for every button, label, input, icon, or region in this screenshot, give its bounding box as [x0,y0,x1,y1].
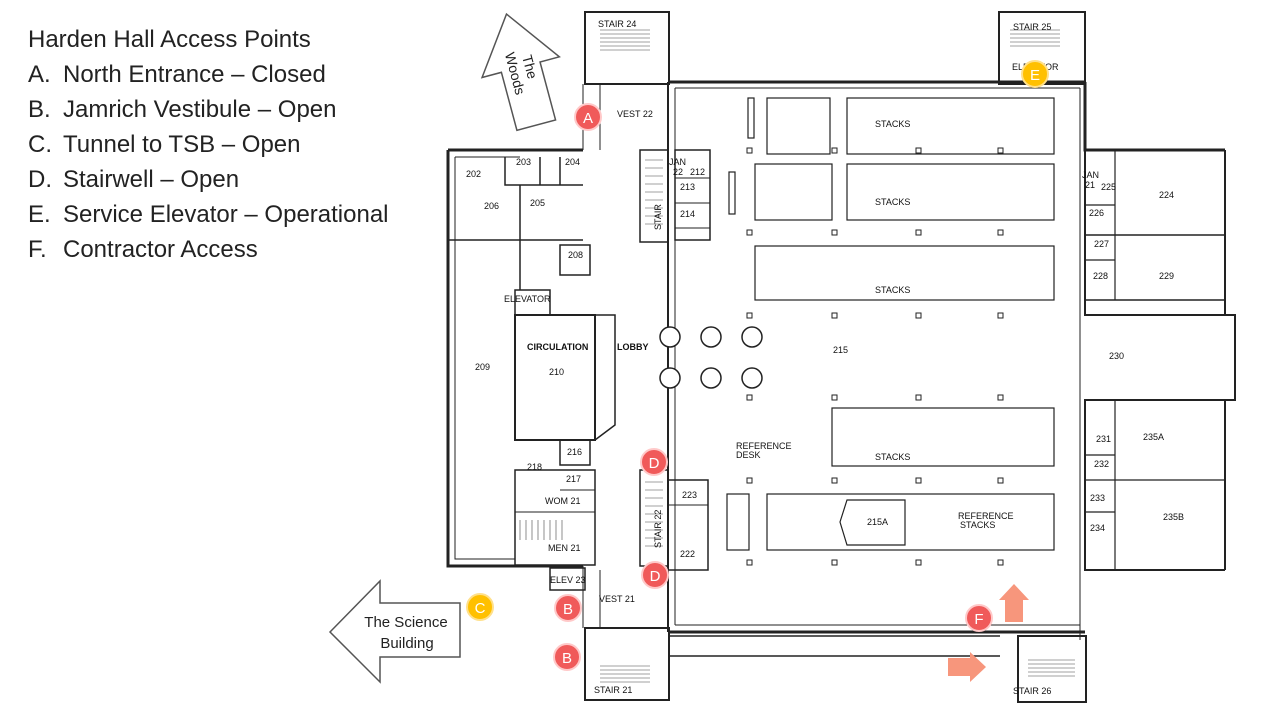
label-vest22: VEST 22 [617,109,653,119]
up-arrow-icon [999,584,1029,622]
access-marker-d-top: D [640,448,668,476]
label-lobby: LOBBY [617,342,649,352]
svg-text:F: F [974,611,983,628]
legend-item-d: D.Stairwell – Open [28,166,240,193]
label-204: 204 [565,157,580,167]
right-arrow-icon [948,652,986,682]
science-label-line1: The Science [364,614,447,631]
label-218: 218 [527,462,542,472]
access-marker-f: F [965,604,993,632]
label-reference-desk-1: REFERENCE [736,441,792,451]
label-stacks-4: STACKS [875,452,910,462]
label-224: 224 [1159,190,1174,200]
label-stair24: STAIR 24 [598,19,636,29]
svg-text:B: B [563,601,573,618]
label-215a: 215A [867,517,888,527]
label-circulation: CIRCULATION [527,342,588,352]
label-233: 233 [1090,493,1105,503]
label-214: 214 [680,209,695,219]
label-230: 230 [1109,351,1124,361]
svg-text:B: B [562,650,572,667]
stair-hatching [519,29,1075,683]
label-jan22-a: JAN [669,157,686,167]
label-229: 229 [1159,271,1174,281]
label-232: 232 [1094,459,1109,469]
access-marker-b-bottom: B [553,643,581,671]
label-men21: MEN 21 [548,543,581,553]
label-stair-mid: STAIR [653,204,663,230]
label-202: 202 [466,169,481,179]
label-213: 213 [680,182,695,192]
label-vest21: VEST 21 [599,594,635,604]
label-225: 225 [1101,182,1116,192]
science-building-direction-arrow: The Science Building [328,579,461,684]
label-227: 227 [1094,239,1109,249]
label-217: 217 [566,474,581,484]
legend-item-c: C.Tunnel to TSB – Open [28,131,301,158]
label-ref-stacks-1: REFERENCE [958,511,1014,521]
structural-columns [746,147,1004,566]
label-ref-stacks-2: STACKS [960,520,995,530]
label-223: 223 [682,490,697,500]
lobby-tables [659,326,763,389]
legend-item-a: A.North Entrance – Closed [28,61,326,88]
label-210: 210 [549,367,564,377]
contractor-arrows [948,584,1029,682]
label-stacks-2: STACKS [875,197,910,207]
label-215: 215 [833,345,848,355]
label-222: 222 [680,549,695,559]
label-235a: 235A [1143,432,1164,442]
svg-text:E: E [1030,67,1040,84]
access-marker-e: E [1021,60,1049,88]
building-walls [446,11,1236,703]
label-elev23: ELEV 23 [550,575,586,585]
woods-label-line1: The [519,53,541,81]
access-marker-a: A [574,103,602,131]
label-stacks-1: STACKS [875,119,910,129]
label-stair25: STAIR 25 [1013,22,1051,32]
label-reference-desk-2: DESK [736,450,761,460]
label-stair21: STAIR 21 [594,685,632,695]
access-marker-c: C [466,593,494,621]
label-206: 206 [484,201,499,211]
legend-item-f: F.Contractor Access [28,236,258,263]
access-marker-b-top: B [554,594,582,622]
legend-item-b: B.Jamrich Vestibule – Open [28,96,337,123]
label-stair22: STAIR 22 [653,510,663,548]
label-elevator: ELEVATOR [504,294,551,304]
label-209: 209 [475,362,490,372]
label-jan21-b: 21 [1085,180,1095,190]
label-235b: 235B [1163,512,1184,522]
svg-text:A: A [583,110,593,127]
label-208: 208 [568,250,583,260]
svg-text:C: C [475,600,486,617]
label-jan22-b: 22 [673,167,683,177]
access-points-legend: Harden Hall Access Points A.North Entran… [28,22,389,267]
label-wom21: WOM 21 [545,496,581,506]
label-231: 231 [1096,434,1111,444]
label-228: 228 [1093,271,1108,281]
stacks-shelving [726,97,1055,551]
access-marker-d-bottom: D [641,561,669,589]
label-stacks-3: STACKS [875,285,910,295]
label-jan21-a: JAN [1082,170,1099,180]
label-226: 226 [1089,208,1104,218]
legend-title: Harden Hall Access Points [28,26,311,53]
woods-direction-arrow: The Woods [480,12,561,132]
label-stair26: STAIR 26 [1013,686,1051,696]
label-203: 203 [516,157,531,167]
label-205: 205 [530,198,545,208]
svg-text:D: D [649,455,660,472]
svg-text:D: D [650,568,661,585]
label-216: 216 [567,447,582,457]
label-212: 212 [690,167,705,177]
label-234: 234 [1090,523,1105,533]
science-label-line2: Building [380,635,433,652]
legend-item-e: E.Service Elevator – Operational [28,201,389,228]
